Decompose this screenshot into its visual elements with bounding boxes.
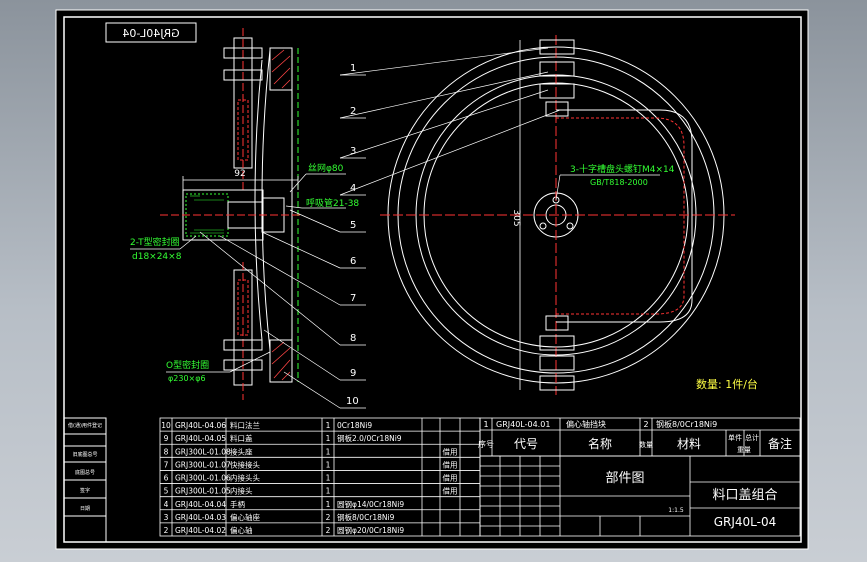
- balloon-8: 8: [350, 333, 356, 344]
- bom-cell-note: 借用: [443, 486, 458, 496]
- balloon-5: 5: [350, 220, 356, 231]
- label-screw: 3-十字槽盘头螺钉M4×14: [570, 163, 675, 175]
- bom-cell-material: 圆钢φ14/0Cr18Ni9: [337, 499, 404, 509]
- bom-cell-material: 0Cr18Ni9: [337, 421, 372, 430]
- label-vent-pipe: 呼吸管21-38: [306, 197, 359, 209]
- header-no: 序号: [478, 439, 494, 449]
- bom-top-qty: 2: [643, 420, 648, 429]
- bom-cell-qty: 1: [326, 434, 331, 443]
- bom-cell-name: 偏心轴座: [230, 512, 260, 522]
- bom-cell-name: 内接头头: [230, 473, 260, 483]
- balloon-9: 9: [350, 368, 356, 379]
- balloon-2: 2: [350, 106, 356, 117]
- drawing-type: 部件图: [605, 471, 644, 486]
- bom-cell-note: 借用: [443, 446, 458, 456]
- bom-cell-material: 钢板8/0Cr18Ni9: [337, 512, 395, 522]
- bom-cell-material: 钢板2.0/0Cr18Ni9: [337, 433, 402, 443]
- bom-top-no: 1: [483, 420, 488, 429]
- strip-label-4: 签字: [80, 487, 90, 494]
- bom-top-name: 偏心轴挡块: [566, 419, 606, 429]
- bom-cell-qty: 2: [326, 526, 331, 535]
- bom-cell-code: GRJ40L-04.06: [175, 421, 226, 430]
- header-material: 材料: [677, 437, 701, 451]
- stamp-box: [105, 22, 197, 43]
- bom-cell-no: 10: [161, 421, 171, 430]
- bom-cell-name: 手柄: [230, 499, 245, 509]
- part-name: 料口盖组合: [712, 488, 777, 503]
- bom-cell-no: 3: [164, 513, 169, 522]
- balloon-7: 7: [350, 293, 356, 304]
- bom-rows: 10 GRJ40L-04.06 料口法兰 1 0Cr18Ni9 9 GRJ40L-04.05…: [160, 420, 480, 535]
- balloon-10: 10: [346, 396, 359, 407]
- bom-cell-name: 接头座: [230, 446, 253, 456]
- bom-cell-material: 圆钢φ20/0Cr18Ni9: [337, 525, 404, 535]
- balloon-1: 1: [350, 63, 356, 74]
- stamp-mirrored-text: GRJ40L-04: [122, 27, 179, 40]
- bom-cell-code: GRJ300L-01.05: [175, 487, 231, 496]
- bom-cell-qty: 1: [326, 447, 331, 456]
- balloon-4: 4: [350, 183, 356, 194]
- bom-cell-no: 7: [164, 460, 169, 469]
- bom-top-material: 钢板8/0Cr18Ni9: [656, 419, 717, 429]
- bom-cell-no: 9: [164, 434, 169, 443]
- bom-top-code: GRJ40L-04.01: [496, 420, 550, 429]
- bom-cell-qty: 1: [326, 474, 331, 483]
- bom-cell-no: 8: [164, 447, 169, 456]
- bom-cell-code: GRJ300L-01.08: [175, 447, 231, 456]
- strip-label-3: 底图总号: [75, 469, 95, 476]
- bom-cell-name: 料口盖: [230, 433, 253, 443]
- label-wire-mesh: 丝网φ80: [308, 162, 344, 174]
- balloon-6: 6: [350, 256, 356, 267]
- bom-cell-qty: 2: [326, 513, 331, 522]
- label-o-seal-ring: O型密封圈: [166, 359, 209, 371]
- bom-cell-no: 4: [164, 500, 169, 509]
- bom-cell-qty: 1: [326, 460, 331, 469]
- section-view: [160, 28, 300, 400]
- bom-cell-qty: 1: [326, 500, 331, 509]
- header-qty: 数量: [639, 440, 653, 449]
- strip-label-2: 旧底图总号: [72, 451, 97, 458]
- drawing-number: GRJ40L-04: [714, 515, 777, 529]
- bom-cell-code: GRJ40L-04.02: [175, 526, 226, 535]
- drawing-frame: [63, 16, 802, 543]
- bom-cell-code: GRJ300L-01.06: [175, 474, 231, 483]
- bom-cell-name: 快接接头: [230, 459, 260, 469]
- dim-92: 92: [234, 169, 245, 179]
- label-t-seal-ring-size: d18×24×8: [132, 252, 182, 262]
- bom-cell-no: 2: [164, 526, 169, 535]
- bom-cell-note: 借用: [443, 459, 458, 469]
- title-block-grid: [479, 455, 801, 537]
- header-weight: 重量: [737, 446, 751, 454]
- bom-cell-name: 料口法兰: [230, 420, 260, 430]
- front-view: [380, 35, 735, 395]
- strip-label-5: 日期: [80, 506, 90, 512]
- label-t-seal-ring: 2-T型密封圈: [130, 236, 180, 248]
- bom-cell-name: 内接头: [230, 486, 253, 496]
- bom-cell-note: 借用: [443, 473, 458, 483]
- bom-cell-no: 5: [164, 487, 169, 496]
- header-weight-unit: 单件: [728, 433, 742, 442]
- bom-cell-no: 6: [164, 474, 169, 483]
- bom-cell-code: GRJ40L-04.03: [175, 513, 226, 522]
- header-note: 备注: [768, 436, 792, 451]
- strip-label-0: 借(通)用件登记: [68, 422, 102, 429]
- bom-cell-name: 偏心轴: [230, 525, 253, 535]
- bom-cell-qty: 1: [326, 421, 331, 430]
- balloon-3: 3: [350, 146, 356, 157]
- bom-cell-code: GRJ40L-04.04: [175, 500, 226, 509]
- left-side-strip: [63, 417, 107, 543]
- dim-305: 305: [511, 209, 521, 226]
- label-o-seal-ring-size: φ230×φ6: [168, 374, 206, 383]
- header-weight-total: 总计: [745, 433, 759, 442]
- bom-cell-code: GRJ40L-04.05: [175, 434, 226, 443]
- label-screw-std: GB/T818-2000: [590, 178, 648, 187]
- bom-cell-code: GRJ300L-01.07: [175, 460, 231, 469]
- scale: 1:1.5: [668, 507, 684, 514]
- bom-cell-qty: 1: [326, 487, 331, 496]
- header-name: 名称: [588, 436, 612, 451]
- header-code: 代号: [514, 437, 538, 451]
- quantity-note: 数量: 1件/台: [696, 377, 758, 391]
